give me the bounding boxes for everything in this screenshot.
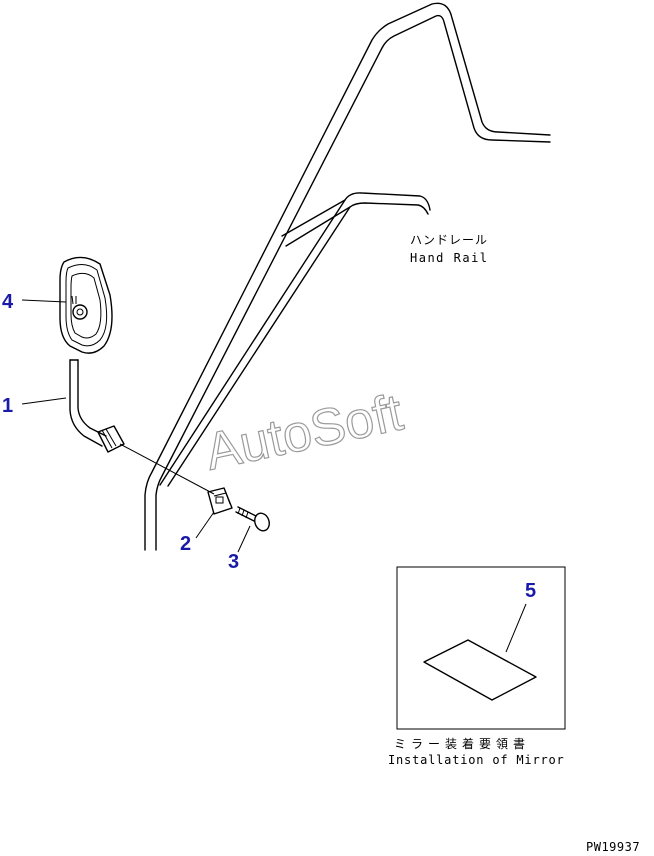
callout-4: 4 bbox=[2, 291, 14, 313]
callout-3: 3 bbox=[228, 551, 239, 573]
callout-5: 5 bbox=[525, 580, 536, 602]
callout-1: 1 bbox=[2, 395, 13, 417]
bolt bbox=[235, 506, 270, 532]
manual-label-jp: ミラー装着要領書 bbox=[394, 736, 530, 751]
mirror bbox=[59, 256, 113, 354]
leader-lines bbox=[21, 299, 251, 553]
callout-2: 2 bbox=[180, 533, 191, 555]
drawing-number: PW19937 bbox=[586, 840, 640, 854]
handrail-label-en: Hand Rail bbox=[410, 251, 489, 265]
bracket bbox=[207, 487, 233, 515]
hand-rail bbox=[144, 2, 551, 551]
handrail-label-jp: ハンドレール bbox=[410, 233, 488, 247]
mirror-stay bbox=[69, 359, 125, 453]
manual-inset bbox=[396, 566, 566, 730]
watermark: AutoSoft bbox=[200, 383, 408, 481]
manual-label-en: Installation of Mirror bbox=[388, 753, 565, 767]
mount-line bbox=[119, 443, 215, 495]
